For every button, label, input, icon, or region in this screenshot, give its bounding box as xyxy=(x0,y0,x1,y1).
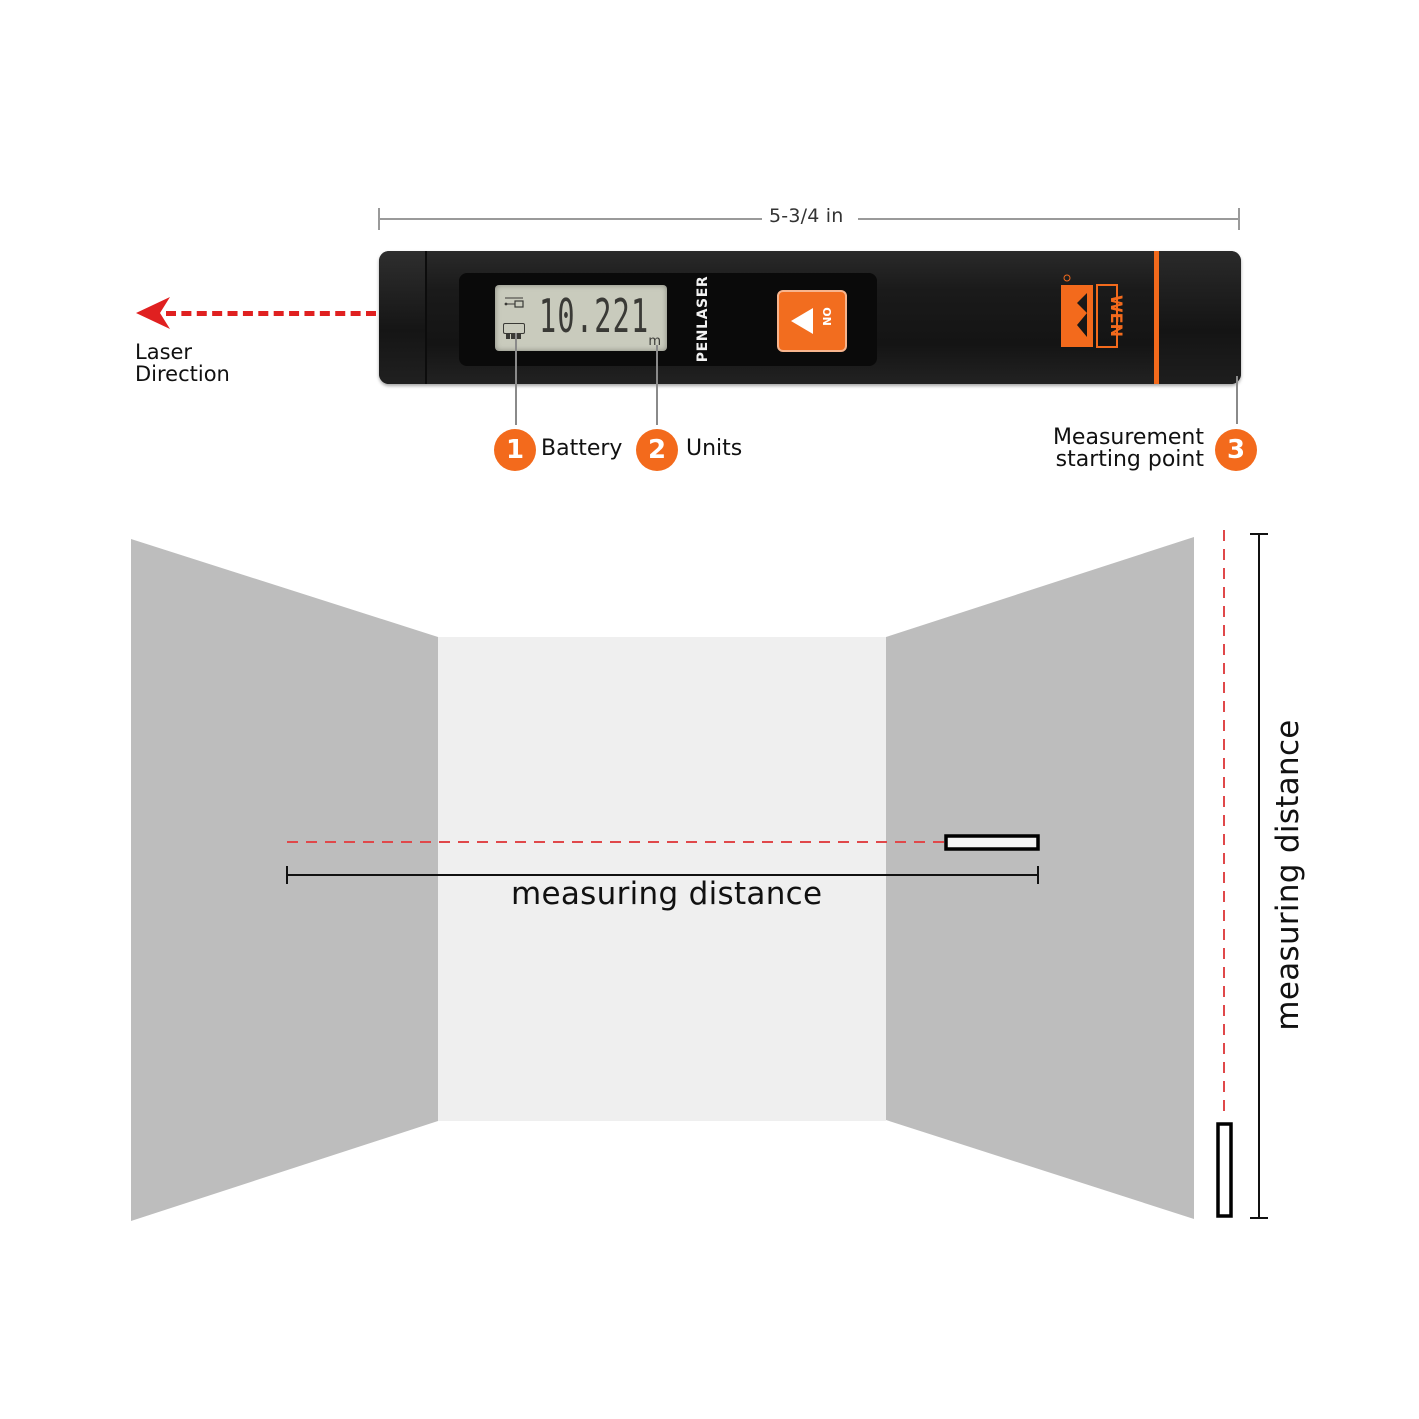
arrow-left-icon xyxy=(136,297,170,329)
battery-icon xyxy=(503,323,525,339)
laser-emitter-cap xyxy=(379,251,427,384)
left-wall xyxy=(131,539,438,1221)
callout-badge-1: 1 xyxy=(494,429,536,471)
laser-beam-dashed-line xyxy=(166,311,376,316)
callout-label-units: Units xyxy=(686,436,743,461)
callout-line-units xyxy=(656,345,658,425)
horizontal-measure-label: measuring distance xyxy=(511,876,823,912)
rear-end-cap xyxy=(1159,251,1241,384)
display-panel: 10.221 m PENLASER ON xyxy=(459,273,877,366)
back-wall xyxy=(438,637,886,1121)
laser-warning-icon xyxy=(791,308,813,334)
on-button[interactable]: ON xyxy=(777,290,847,352)
vertical-measure-label: measuring distance xyxy=(1270,719,1306,1031)
reference-point-icon xyxy=(504,297,524,308)
right-wall xyxy=(886,537,1194,1219)
dimension-line-right xyxy=(858,218,1239,220)
laser-measure-device: 10.221 m PENLASER ON WEN xyxy=(379,251,1241,384)
callout-label-battery: Battery xyxy=(541,436,623,461)
callout-label-starting-point: Measurement starting point xyxy=(1052,425,1204,472)
lcd-screen: 10.221 m xyxy=(495,285,667,351)
dimension-label: 5-3/4 in xyxy=(769,205,844,227)
wen-logo-icon: WEN xyxy=(1061,274,1126,348)
vertical-device-outline xyxy=(1216,1122,1233,1218)
dimension-tick-right xyxy=(1238,208,1240,230)
svg-text:WEN: WEN xyxy=(1107,295,1126,337)
callout-badge-2: 2 xyxy=(636,429,678,471)
laser-direction-label: Laser Direction xyxy=(135,340,230,386)
lcd-reading: 10.221 xyxy=(539,289,650,343)
horizontal-device-outline xyxy=(944,834,1040,851)
callout-line-starting-point xyxy=(1236,376,1238,424)
dimension-line-left xyxy=(379,218,762,220)
callout-badge-3: 3 xyxy=(1215,429,1257,471)
callout-line-battery xyxy=(515,333,517,425)
